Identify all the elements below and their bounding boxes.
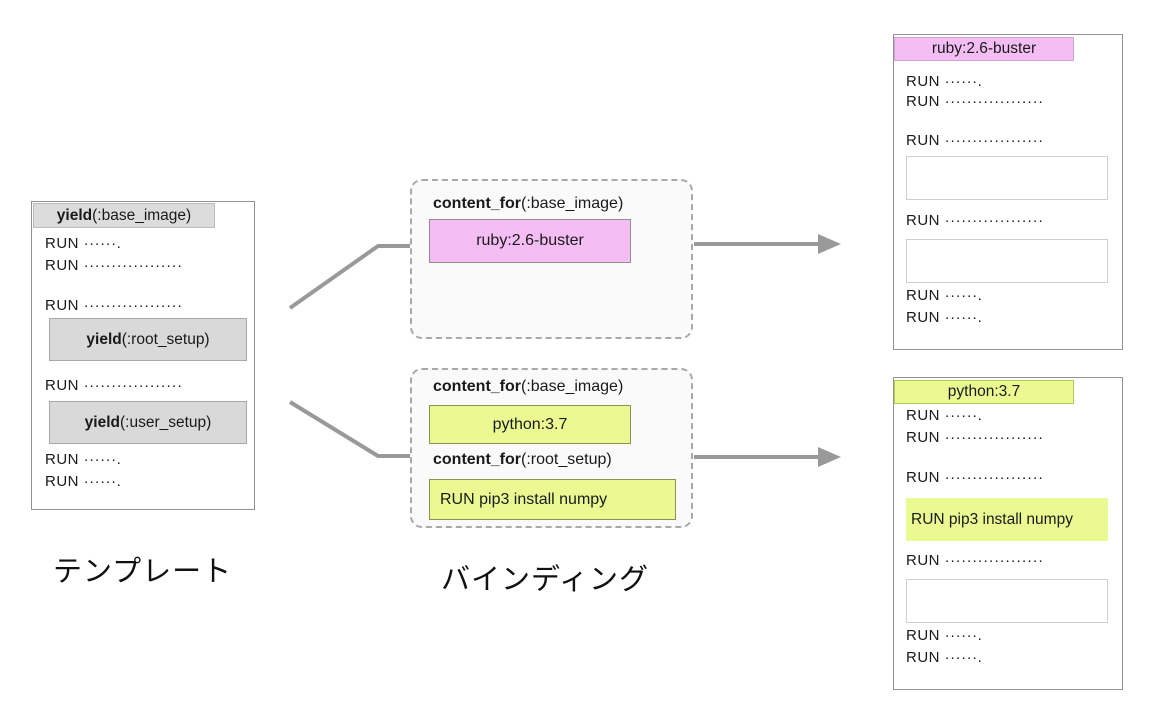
dockerfile-run-line: RUN ··················: [45, 377, 183, 394]
dockerfile-run-line: RUN ··················: [906, 429, 1044, 446]
yield-root-setup-slot: yield(:root_setup): [49, 318, 247, 361]
content-for-arg: (:root_setup): [521, 451, 612, 468]
dockerfile-run-line: RUN ······.: [45, 451, 122, 468]
dockerfile-run-line: RUN ··················: [45, 257, 183, 274]
empty-user-setup-slot: [906, 239, 1108, 283]
connector-line-top: [288, 244, 410, 310]
content-for-header: content_for(:base_image): [433, 193, 623, 215]
dockerfile-run-line: RUN ··················: [45, 297, 183, 314]
filled-root-setup-slot: RUN pip3 install numpy: [906, 498, 1108, 541]
ruby-image-chip: ruby:2.6-buster: [894, 37, 1074, 61]
content-for-arg: (:base_image): [521, 378, 624, 395]
template-label: テンプレート: [53, 556, 233, 588]
result-box-ruby: ruby:2.6-buster RUN ······. RUN ········…: [893, 34, 1123, 350]
connector-line-bottom: [288, 400, 410, 458]
binding-box-ruby: content_for(:base_image) ruby:2.6-buster: [410, 179, 693, 339]
dockerfile-run-line: RUN ······.: [906, 287, 983, 304]
yield-user-setup-slot: yield(:user_setup): [49, 401, 247, 444]
yield-keyword: yield: [56, 206, 93, 224]
yield-arg: (:base_image): [92, 206, 192, 224]
content-for-keyword: content_for: [433, 451, 521, 468]
result-box-python: python:3.7 RUN ······. RUN ·············…: [893, 377, 1123, 690]
dockerfile-run-line: RUN ··················: [906, 93, 1044, 110]
dockerfile-run-line: RUN ··················: [906, 212, 1044, 229]
binding-box-python: content_for(:base_image) python:3.7 cont…: [410, 368, 693, 528]
content-for-keyword: content_for: [433, 195, 521, 212]
yield-keyword: yield: [86, 330, 122, 348]
dockerfile-run-line: RUN ······.: [906, 309, 983, 326]
dockerfile-run-line: RUN ··················: [906, 132, 1044, 149]
dockerfile-run-line: RUN ······.: [906, 407, 983, 424]
empty-user-setup-slot: [906, 579, 1108, 623]
dockerfile-run-line: RUN ··················: [906, 469, 1044, 486]
yield-arg: (:root_setup): [121, 330, 210, 348]
content-for-arg: (:base_image): [521, 195, 624, 212]
base-image-value-ruby: ruby:2.6-buster: [429, 219, 631, 263]
root-setup-value-python: RUN pip3 install numpy: [429, 479, 676, 520]
python-image-chip: python:3.7: [894, 380, 1074, 404]
yield-arg: (:user_setup): [120, 413, 212, 431]
dockerfile-run-line: RUN ······.: [906, 73, 983, 90]
dockerfile-run-line: RUN ······.: [45, 235, 122, 252]
empty-root-setup-slot: [906, 156, 1108, 200]
binding-label: バインディング: [441, 564, 649, 596]
dockerfile-run-line: RUN ······.: [45, 473, 122, 490]
template-box: yield(:base_image) RUN ······. RUN ·····…: [31, 201, 255, 510]
dockerfile-run-line: RUN ······.: [906, 649, 983, 666]
arrow-head-bottom-icon: [818, 447, 841, 467]
base-image-value-python: python:3.7: [429, 405, 631, 444]
dockerfile-run-line: RUN ··················: [906, 552, 1044, 569]
yield-base-image-chip: yield(:base_image): [33, 203, 215, 228]
arrow-head-top-icon: [818, 234, 841, 254]
content-for-header: content_for(:base_image): [433, 376, 623, 398]
dockerfile-run-line: RUN ······.: [906, 627, 983, 644]
content-for-header: content_for(:root_setup): [433, 449, 612, 471]
yield-keyword: yield: [84, 413, 120, 431]
content-for-keyword: content_for: [433, 378, 521, 395]
